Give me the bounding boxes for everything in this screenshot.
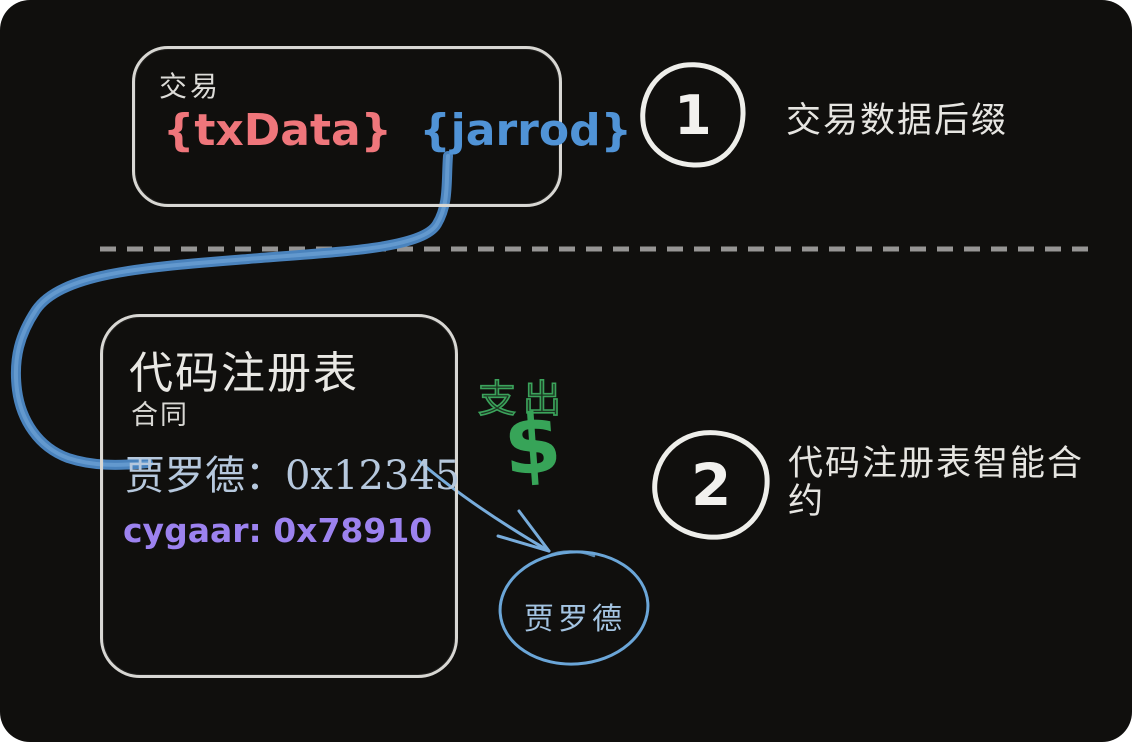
jarrod-suffix-token: {jarrod} [419, 105, 632, 156]
step-2-label-line2: 约 [788, 481, 826, 522]
step-1-label: 交易数据后缀 [786, 101, 1009, 141]
lookup-arrow-head [496, 509, 551, 553]
target-circle-label: 贾罗德 [524, 602, 626, 637]
registry-entry-jarrod: 贾罗德：0x12345 [125, 453, 461, 499]
payout-label: 支出 [477, 376, 569, 422]
step-2-number: 2 [690, 451, 732, 520]
circled-number-1-icon: 1 [633, 55, 753, 175]
transaction-code-line: {txData} {jarrod} [163, 105, 632, 156]
registry-entry-cygaar: cygaar: 0x78910 [123, 511, 433, 550]
transaction-box: 交易 {txData} {jarrod} [132, 46, 632, 207]
registry-box-subtitle: 合同 [131, 400, 189, 431]
step-2-label: 代码注册表智能合 约 [788, 444, 1085, 522]
circled-number-2-icon: 2 [647, 425, 775, 545]
registry-box-title: 代码注册表 [129, 348, 359, 399]
tx-data-token: {txData} [163, 105, 393, 156]
step-2-label-line1: 代码注册表智能合 [788, 444, 1085, 484]
transaction-box-title: 交易 [159, 70, 222, 103]
registry-box: 代码注册表 合同 贾罗德：0x12345 cygaar: 0x78910 [100, 314, 461, 678]
dollar-icon: $ [500, 396, 565, 495]
step-1-number: 1 [674, 83, 712, 147]
target-circle-overlap-stroke [546, 550, 596, 558]
